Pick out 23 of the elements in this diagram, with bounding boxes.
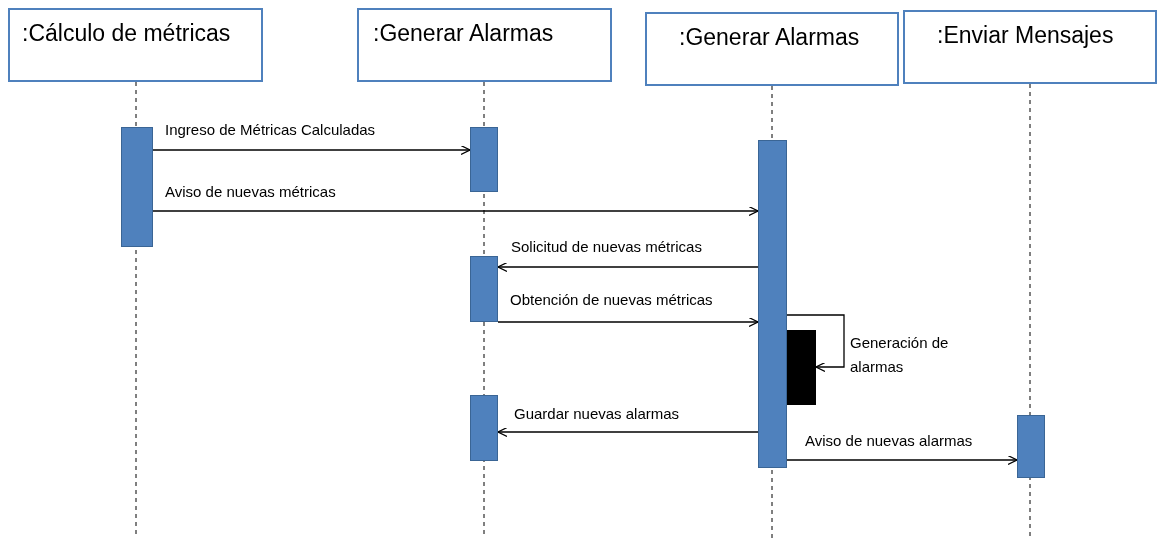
- message-arrow: [497, 261, 759, 273]
- activation-bar: [470, 256, 498, 322]
- activation-bar: [787, 330, 816, 405]
- message-arrow: [152, 144, 471, 156]
- message-arrow: [786, 454, 1018, 466]
- message-arrow: [497, 426, 759, 438]
- activation-bar: [470, 127, 498, 192]
- activation-bar: [758, 140, 787, 468]
- message-label: Ingreso de Métricas Calculadas: [165, 121, 376, 139]
- activation-bar: [1017, 415, 1045, 478]
- message-arrow: [152, 205, 759, 217]
- message-arrow: [497, 316, 759, 328]
- participant-name: :Generar Alarmas: [373, 20, 554, 47]
- activation-bar: [470, 395, 498, 461]
- participant-name: :Generar Alarmas: [679, 24, 860, 51]
- participant-box: [357, 8, 612, 82]
- participant-box: [903, 10, 1157, 84]
- participant-name: :Cálculo de métricas: [22, 20, 231, 47]
- activation-bar: [121, 127, 153, 247]
- participant-box: [8, 8, 263, 82]
- message-arrow: [786, 314, 845, 373]
- participant-name: :Enviar Mensajes: [937, 22, 1114, 49]
- participant-box: [645, 12, 899, 86]
